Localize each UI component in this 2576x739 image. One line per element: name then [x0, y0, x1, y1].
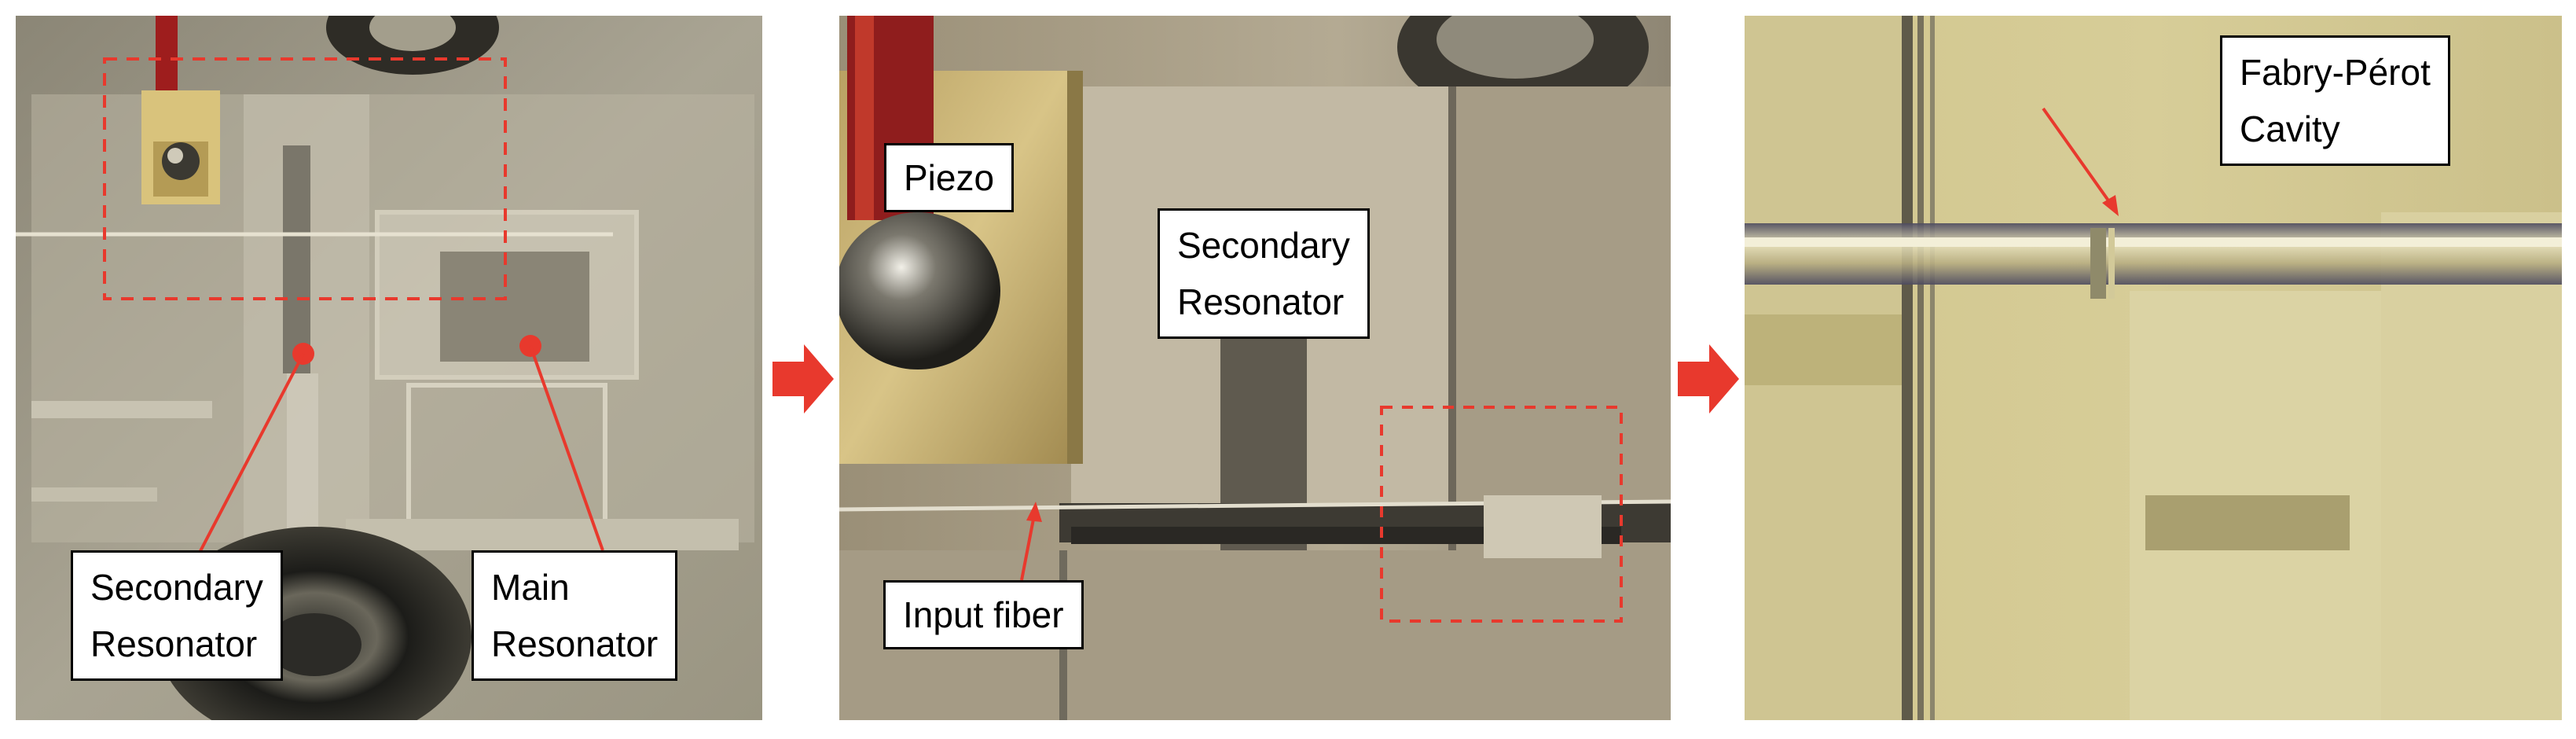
- piezo-label: Piezo: [884, 143, 1015, 212]
- secondary-resonator-label-line2: Resonator: [90, 623, 258, 664]
- fabry-perot-cavity-label: Fabry-Pérot Cavity: [2220, 35, 2450, 166]
- overview-photo-panel: Secondary Resonator Main Resonator: [16, 16, 762, 720]
- secondary-resonator-label: Secondary Resonator: [1158, 208, 1370, 339]
- main-resonator-leader: [529, 345, 604, 551]
- fabry-perot-cavity-label-line1: Fabry-Pérot: [2240, 52, 2431, 93]
- overview-photo: [16, 16, 762, 720]
- secondary-resonator-label-line1: Secondary: [1177, 225, 1350, 266]
- input-fiber-label: Input fiber: [883, 580, 1084, 649]
- zoom-region-box: [103, 57, 507, 300]
- secondary-resonator-label-line2: Resonator: [1177, 281, 1345, 322]
- main-resonator-label-line1: Main: [491, 567, 570, 608]
- input-fiber-arrowhead: [1026, 502, 1042, 522]
- main-resonator-label: Main Resonator: [472, 550, 678, 681]
- cavity-arrowhead: [2102, 195, 2119, 216]
- right-arrow-icon: [772, 344, 834, 414]
- zoom-photo: [839, 16, 1671, 720]
- main-resonator-label-line2: Resonator: [491, 623, 659, 664]
- cavity-photo-panel: Fabry-Pérot Cavity: [1745, 16, 2562, 720]
- piezo-label-text: Piezo: [904, 157, 995, 198]
- secondary-resonator-label: Secondary Resonator: [71, 550, 283, 681]
- right-arrow-icon: [1678, 344, 1739, 414]
- zoom-photo-panel: Piezo Secondary Resonator Input fiber: [839, 16, 1671, 720]
- zoom-region-box: [1380, 406, 1623, 623]
- secondary-resonator-leader: [191, 353, 305, 567]
- input-fiber-label-text: Input fiber: [903, 594, 1064, 635]
- cavity-leader: [2042, 107, 2115, 210]
- fabry-perot-cavity-label-line2: Cavity: [2240, 108, 2340, 149]
- cavity-photo: [1745, 16, 2562, 720]
- secondary-resonator-label-line1: Secondary: [90, 567, 263, 608]
